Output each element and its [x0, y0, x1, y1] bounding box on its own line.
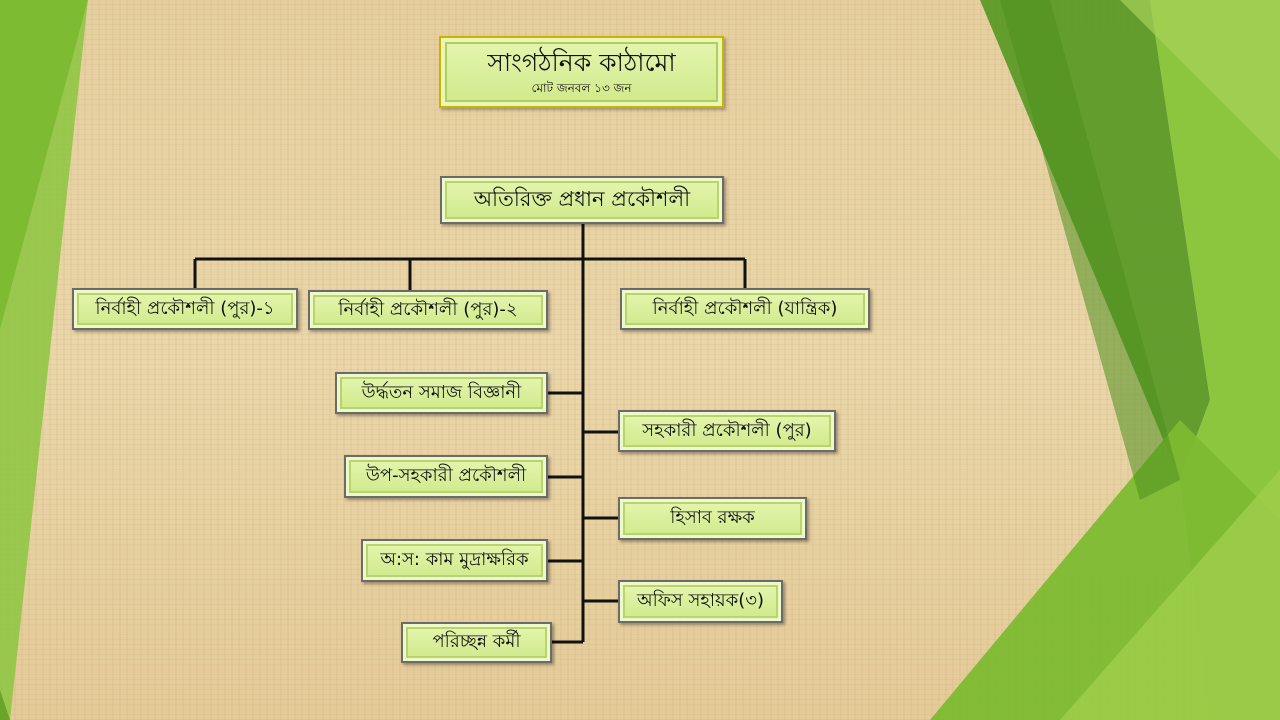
node-office-assistant-typist: অ:স: কাম মুদ্রাক্ষরিক — [361, 539, 548, 582]
node-executive-civil-2: নির্বাহী প্রকৌশলী (পুর)-২ — [308, 290, 548, 330]
chart-title: সাংগঠনিক কাঠামো — [487, 48, 676, 77]
node-senior-sociologist: উর্দ্ধতন সমাজ বিজ্ঞানী — [335, 372, 548, 414]
node-sub-assistant-engineer: উপ-সহকারী প্রকৌশলী — [344, 455, 548, 498]
node-accountant: হিসাব রক্ষক — [618, 497, 807, 540]
chart-title-box: সাংগঠনিক কাঠামো মোট জনবল ১৩ জন — [439, 36, 724, 108]
node-head: অতিরিক্ত প্রধান প্রকৌশলী — [440, 176, 724, 224]
node-assistant-engineer: সহকারী প্রকৌশলী (পুর) — [618, 410, 836, 452]
node-cleaner: পরিচ্ছন্ন কর্মী — [401, 622, 552, 663]
node-executive-civil-1: নির্বাহী প্রকৌশলী (পুর)-১ — [72, 288, 298, 330]
node-office-support: অফিস সহায়ক(৩) — [618, 580, 783, 623]
node-executive-mechanical: নির্বাহী প্রকৌশলী (যান্ত্রিক) — [620, 288, 870, 330]
chart-subtitle: মোট জনবল ১৩ জন — [531, 81, 632, 95]
